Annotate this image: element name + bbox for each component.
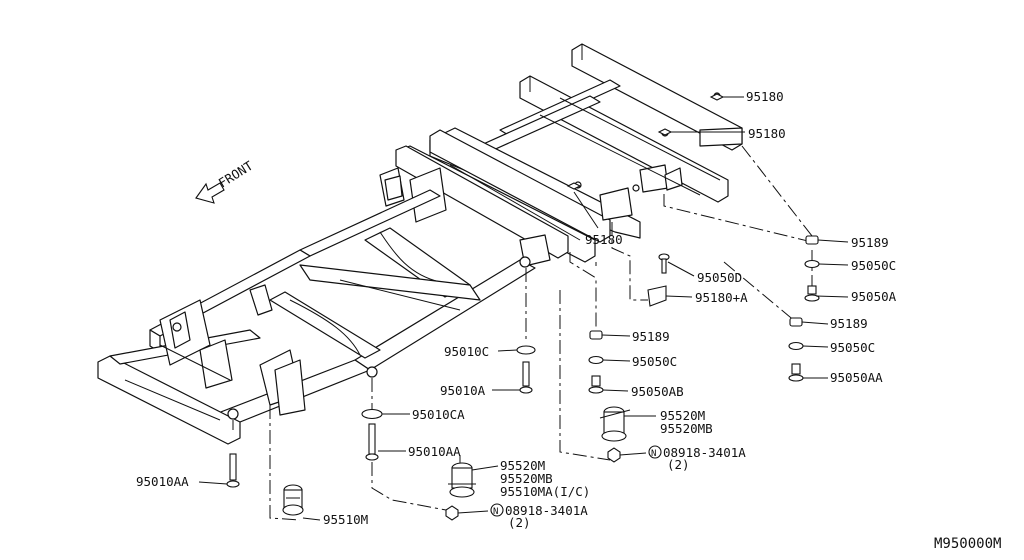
label-95010AA-mid: 95010AA — [408, 444, 461, 459]
label-95520MB-a: 95520MB — [500, 471, 553, 486]
front-direction-indicator: FRONT — [195, 158, 256, 204]
bracket-95180A — [647, 285, 667, 307]
bolt-95050AA — [788, 363, 804, 382]
washer-95010C — [516, 345, 536, 355]
label-95050C-r2: 95050C — [830, 340, 875, 355]
washer-95180-mid — [657, 128, 673, 136]
bolt-95010AA-left — [226, 453, 240, 488]
body-mount-95520M-a — [448, 462, 476, 498]
nut-08918-b — [607, 447, 621, 463]
label-08918-b-qty: (2) — [667, 457, 690, 472]
bolt-95050A-r1 — [804, 285, 820, 302]
label-95189-c: 95189 — [632, 329, 670, 344]
body-mount-95510M — [282, 484, 304, 516]
label-95180-low: 95180 — [585, 232, 623, 247]
label-08918-b: 08918-3401A — [663, 445, 746, 460]
body-mount-95520M-b — [599, 406, 631, 442]
bolt-95010AA-mid — [365, 423, 379, 461]
label-95520M-b: 95520M — [660, 408, 705, 423]
label-95189-r2: 95189 — [830, 316, 868, 331]
label-95180-mid: 95180 — [748, 126, 786, 141]
label-95180-top: 95180 — [746, 89, 784, 104]
callout-labels: 95180 95180 95180 95189 95050C 95050A 95… — [136, 89, 1001, 552]
label-95050AA: 95050AA — [830, 370, 883, 385]
front-label: FRONT — [216, 158, 256, 191]
spacer-95189-r1 — [805, 235, 819, 245]
callout-leaders — [198, 96, 849, 521]
label-95520M-a: 95520M — [500, 458, 545, 473]
nut-symbol-a: N — [490, 503, 504, 517]
label-95050D: 95050D — [697, 270, 742, 285]
washer-95010CA — [361, 408, 383, 420]
label-95510M: 95510M — [323, 512, 368, 527]
label-95010A: 95010A — [440, 383, 486, 398]
label-95010C: 95010C — [444, 344, 489, 359]
label-95050C-c: 95050C — [632, 354, 677, 369]
nut-symbol-b: N — [648, 445, 662, 459]
label-08918-a-qty: (2) — [508, 515, 531, 530]
label-95520MB-b: 95520MB — [660, 421, 713, 436]
nut-symbol-b-text: N — [651, 449, 656, 459]
label-95189-r1: 95189 — [851, 235, 889, 250]
spacer-95189-c — [589, 330, 603, 340]
washer-95050C-c — [588, 355, 604, 365]
front-arrow-icon — [195, 182, 225, 204]
washer-95180-top — [709, 93, 725, 101]
washer-95050C-r2 — [788, 341, 804, 351]
label-95010CA: 95010CA — [412, 407, 465, 422]
diagram-code: M950000M — [934, 536, 1001, 552]
bolt-95010A — [519, 361, 533, 394]
label-95510MA: 95510MA(I/C) — [500, 484, 590, 499]
nut-08918-a — [445, 505, 459, 521]
label-08918-a: 08918-3401A — [505, 503, 588, 518]
bolt-95050AB — [588, 375, 604, 394]
washer-95180-low — [566, 182, 582, 190]
label-95180A: 95180+A — [695, 290, 748, 305]
label-95010AA-left: 95010AA — [136, 474, 189, 489]
label-95050A-r1: 95050A — [851, 289, 897, 304]
washer-95050C-r1 — [804, 259, 820, 269]
parts — [226, 93, 820, 521]
vehicle-frame — [97, 43, 743, 445]
bolt-95050D — [658, 253, 670, 274]
spacer-95189-r2 — [789, 317, 803, 327]
nut-symbol-a-text: N — [493, 507, 498, 517]
label-95050C-r1: 95050C — [851, 258, 896, 273]
label-95050AB: 95050AB — [631, 384, 684, 399]
assembly-leader-lines — [232, 145, 813, 521]
